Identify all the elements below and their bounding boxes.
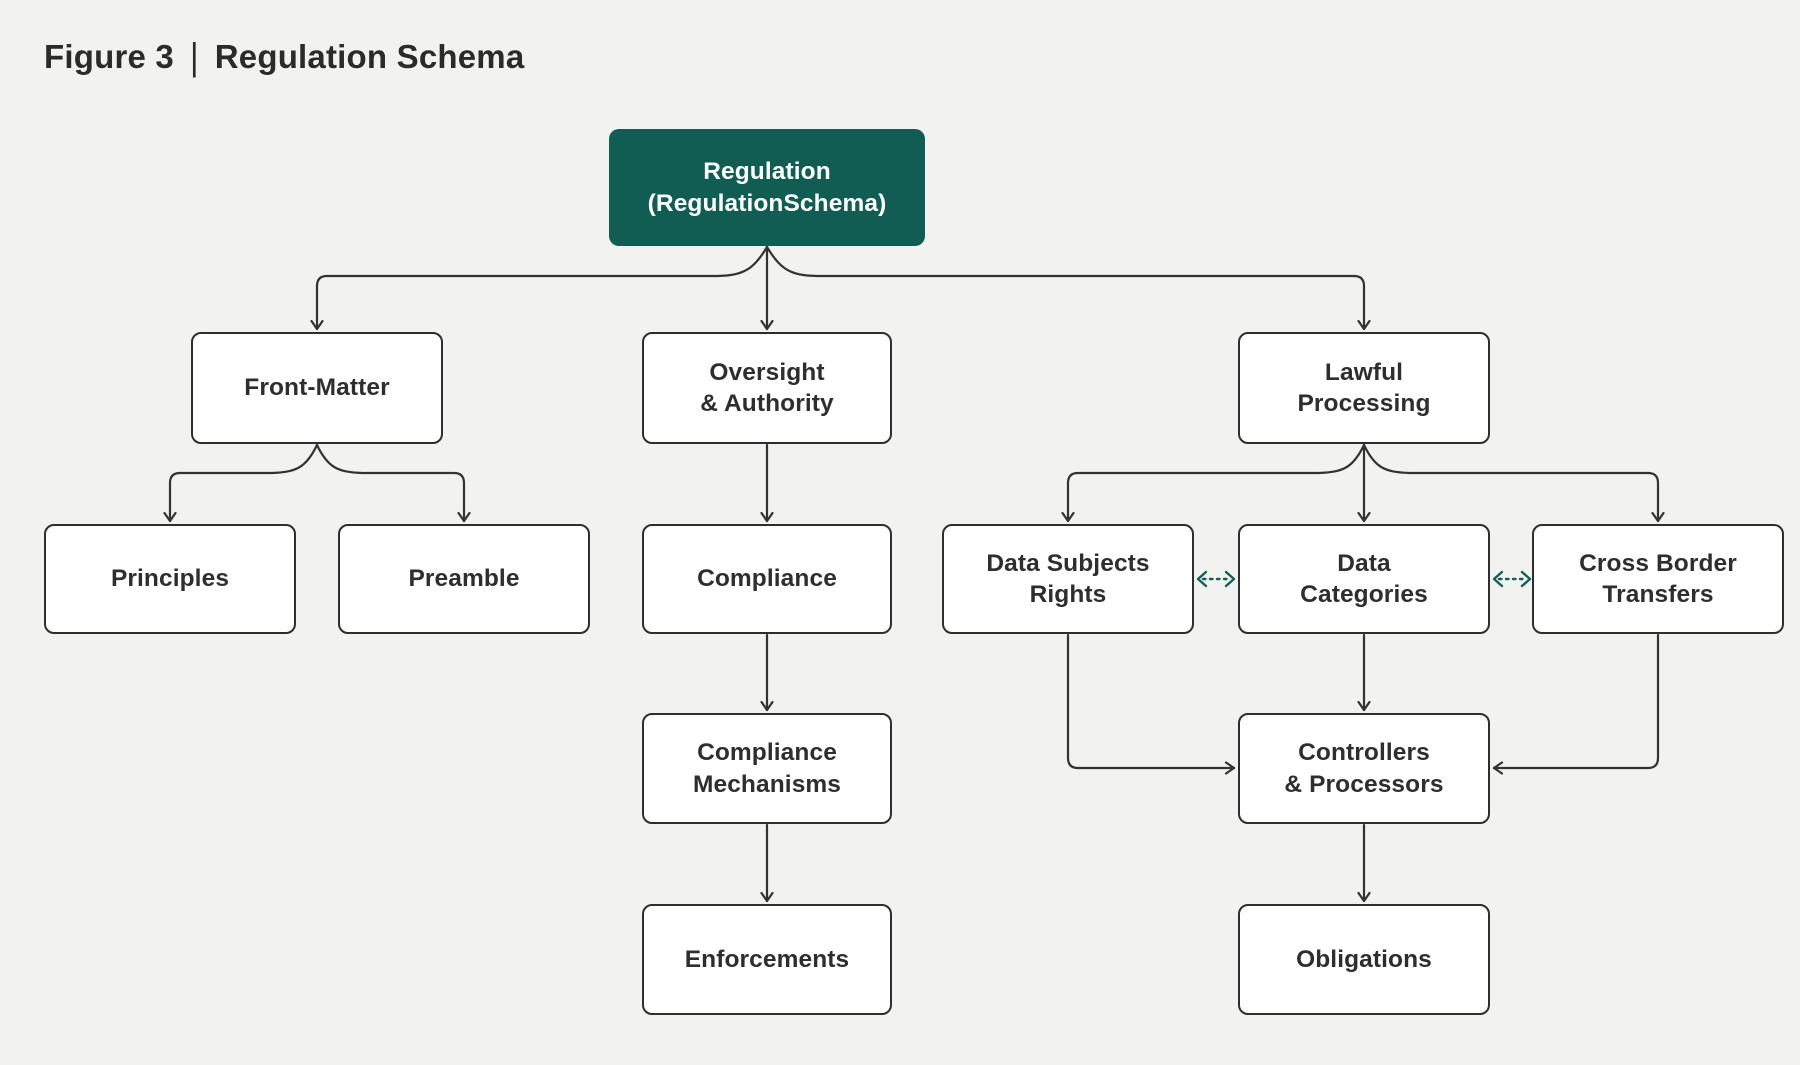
edge-lawful-cbt (1362, 443, 1665, 523)
node-oversight-authority: Oversight & Authority (642, 332, 892, 444)
edge-front-matter-principles (163, 443, 319, 523)
edge-regulation-lawful (765, 245, 1371, 331)
node-cross-border-transfers: Cross Border Transfers (1532, 524, 1784, 634)
node-principles: Principles (44, 524, 296, 634)
node-preamble: Preamble (338, 524, 590, 634)
node-compliance-mechanisms: Compliance Mechanisms (642, 713, 892, 824)
dashed-link-data-categories-cbt (1492, 570, 1532, 588)
node-front-matter: Front-Matter (191, 332, 443, 444)
node-enforcements: Enforcements (642, 904, 892, 1015)
figure-name: Regulation Schema (214, 38, 525, 75)
edge-front-matter-preamble (315, 443, 471, 523)
figure-title: Figure 3 | Regulation Schema (44, 35, 525, 78)
node-data-categories: Data Categories (1238, 524, 1490, 634)
node-obligations: Obligations (1238, 904, 1490, 1015)
edge-lawful-dsr (1061, 443, 1366, 523)
edge-regulation-front-matter (310, 245, 769, 331)
dashed-link-dsr-data-categories (1196, 570, 1236, 588)
node-regulation-root: Regulation (RegulationSchema) (609, 129, 925, 246)
node-controllers-processors: Controllers & Processors (1238, 713, 1490, 824)
node-data-subjects-rights: Data Subjects Rights (942, 524, 1194, 634)
figure-label: Figure 3 (44, 38, 174, 75)
node-compliance: Compliance (642, 524, 892, 634)
figure-title-separator: | (189, 35, 199, 78)
edge-dsr-controllers (1066, 633, 1236, 775)
node-lawful-processing: Lawful Processing (1238, 332, 1490, 444)
edge-cbt-controllers (1492, 633, 1660, 775)
